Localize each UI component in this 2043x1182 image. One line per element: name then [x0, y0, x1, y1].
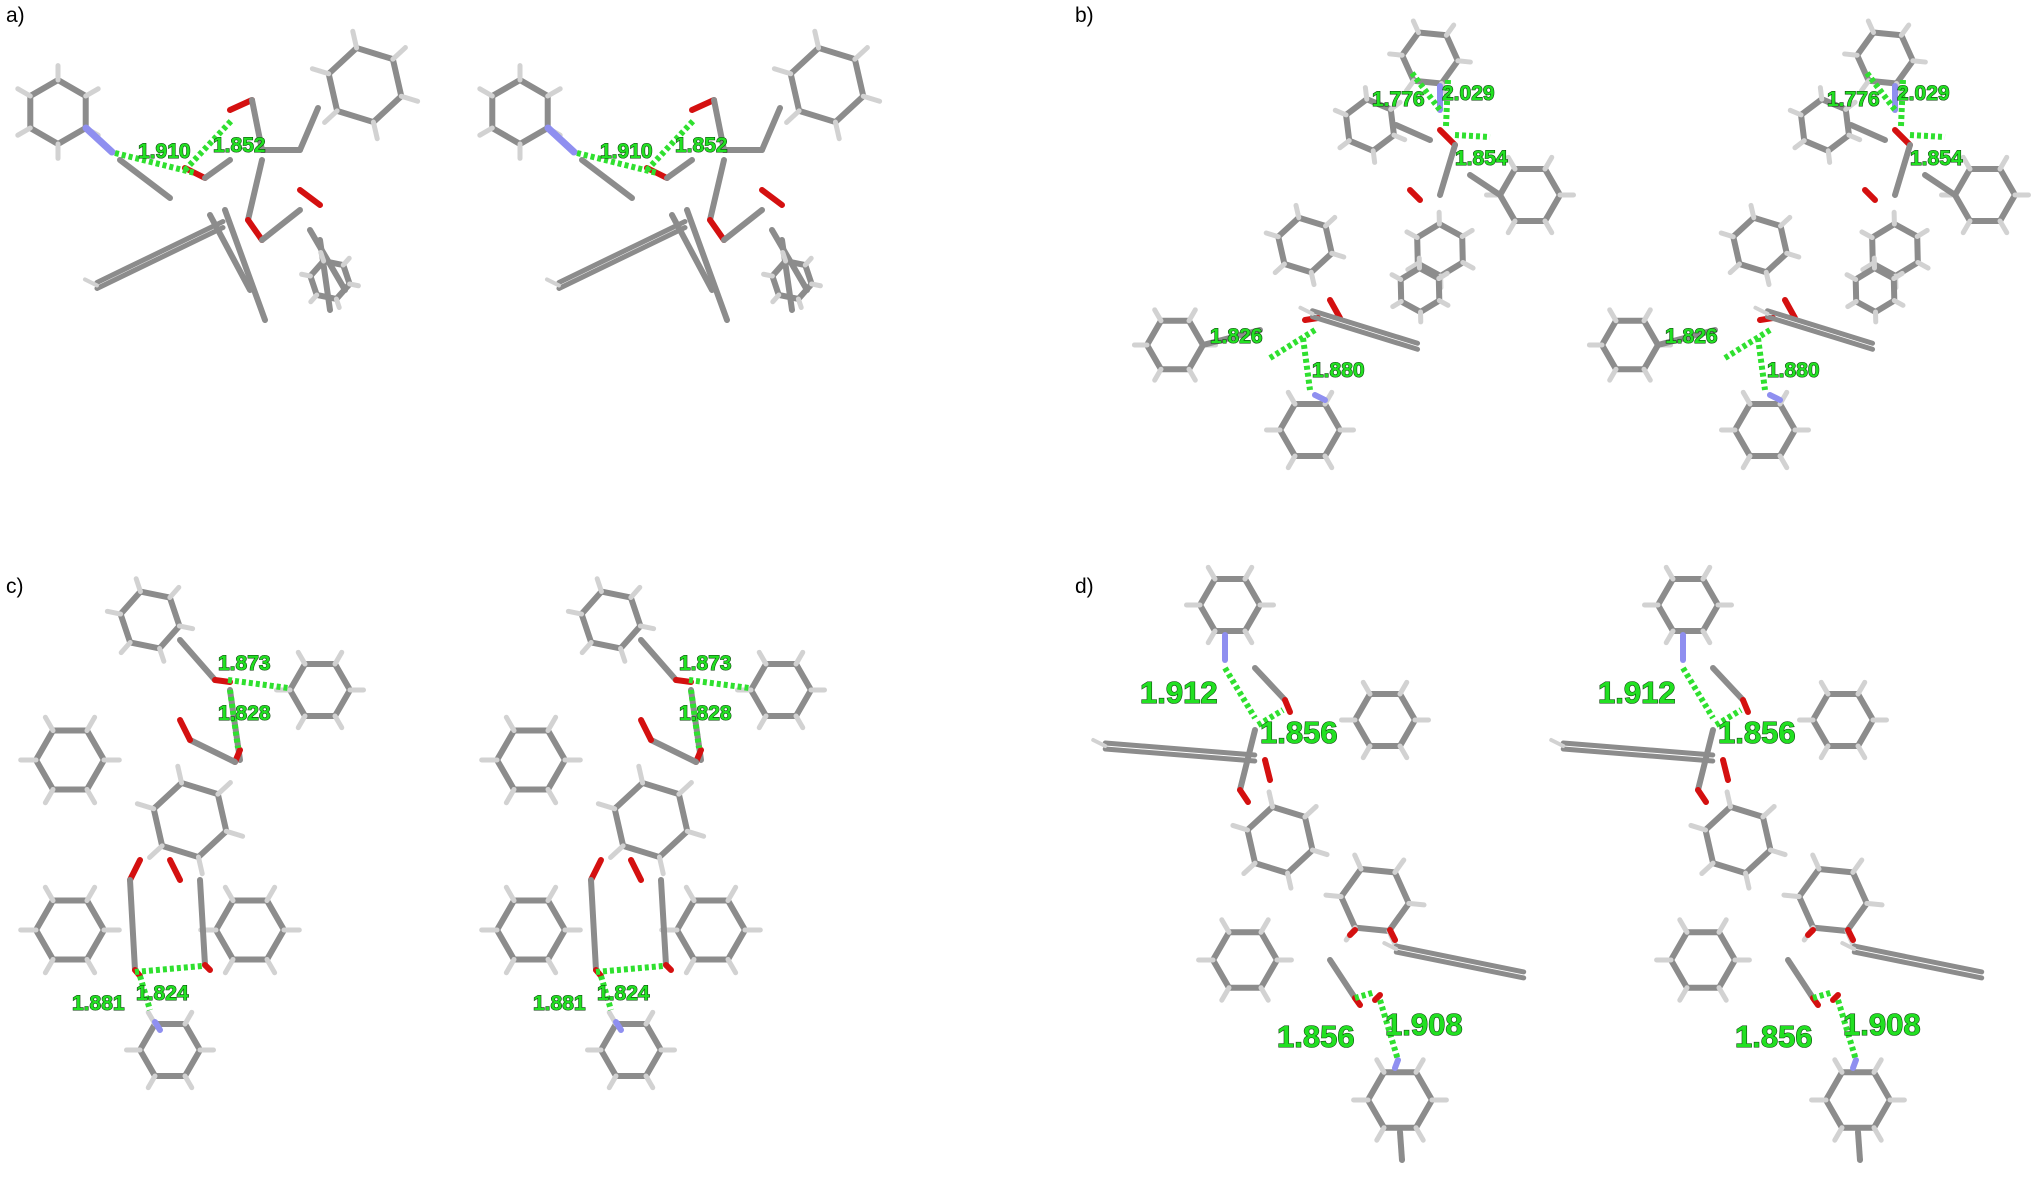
molecule-model	[479, 576, 827, 1091]
stereo-view-left: 1.873 1.828 1.881 1.824	[18, 576, 366, 1091]
hydrogen-bond-dash	[1909, 132, 1946, 140]
hydrogen-bond-dash	[1454, 132, 1491, 140]
hbond-distance-label: 1.908	[1843, 1007, 1921, 1042]
hbond-distance-label: 1.912	[1598, 675, 1676, 710]
hbond-distance-label: 1.854	[1455, 147, 1508, 170]
hbond-distance-label: 1.852	[675, 134, 728, 157]
hbond-distance-label: 1.824	[597, 982, 650, 1005]
molecule-model	[18, 576, 366, 1091]
hydrogen-bond-dash	[1443, 79, 1451, 127]
hbond-distance-label: 1.880	[1312, 359, 1365, 382]
hbond-distance-label: 1.828	[679, 702, 732, 725]
stereo-view-left: 1.912 1.856 1.856 1.908	[1091, 564, 1527, 1163]
molecule-model	[15, 28, 421, 323]
panel-a: a) 1.910 1.852 1.910 1.852	[6, 4, 883, 323]
hydrogen-bond-dash	[1898, 79, 1906, 127]
hydrogen-bond-dash	[688, 689, 702, 749]
hydrogen-bond-dash	[1409, 71, 1443, 112]
stereo-view-right: 1.910 1.852	[477, 28, 883, 323]
hbond-distance-label: 1.856	[1260, 715, 1338, 750]
hbond-distance-label: 1.826	[1210, 325, 1263, 348]
hbond-distance-label: 1.852	[213, 134, 266, 157]
panel-label-b: b)	[1075, 4, 1094, 27]
hydrogen-bond-dash	[1268, 327, 1317, 361]
hbond-distance-label: 1.912	[1140, 675, 1218, 710]
panel-b: b) 1.776 2.029 1.854 1.826 1.880 1.776 2.029 1.8…	[1075, 4, 2031, 471]
hbond-distance-label: 1.910	[600, 140, 653, 163]
hbond-distance-label: 1.776	[1827, 88, 1880, 111]
hydrogen-bond-dash	[1680, 666, 1716, 720]
hbond-distance-label: 1.908	[1385, 1007, 1463, 1042]
hbond-distance-label: 1.873	[679, 652, 732, 675]
molecule-model	[477, 28, 883, 323]
hbond-distance-label: 1.776	[1372, 88, 1425, 111]
stereo-view-left: 1.910 1.852	[15, 28, 421, 323]
hydrogen-bond-dash	[182, 117, 235, 173]
hbond-distance-label: 2.029	[1897, 82, 1950, 105]
molecule-model	[1549, 564, 1985, 1163]
hbond-distance-label: 2.029	[1442, 82, 1495, 105]
panel-label-d: d)	[1075, 575, 1094, 598]
panel-label-c: c)	[6, 575, 24, 598]
hbond-distance-label: 1.881	[72, 992, 125, 1015]
hydrogen-bond-dash	[1835, 999, 1859, 1061]
molecule-model	[1091, 564, 1527, 1163]
hydrogen-bond-dash	[134, 963, 203, 975]
hydrogen-bond-dash	[595, 963, 664, 975]
hydrogen-bond-dash	[1256, 707, 1285, 728]
hbond-distance-label: 1.881	[533, 992, 586, 1015]
hydrogen-bond-dash	[137, 975, 153, 1011]
hbond-distance-label: 1.910	[138, 140, 191, 163]
stereo-view-right: 1.912 1.856 1.856 1.908	[1549, 564, 1985, 1163]
hydrogen-bond-dash	[1714, 707, 1743, 728]
hydrogen-bond-dash	[688, 677, 750, 691]
molecule-model	[1586, 18, 2031, 471]
hydrogen-bond-dash	[1300, 337, 1313, 391]
hbond-distance-label: 1.828	[218, 702, 271, 725]
hydrogen-bond-dash	[1812, 989, 1834, 1001]
molecule-model	[1131, 18, 1576, 471]
hbond-distance-label: 1.854	[1910, 147, 1963, 170]
hbond-distance-label: 1.873	[218, 652, 271, 675]
hydrogen-bond-dash	[227, 677, 289, 691]
hbond-distance-label: 1.826	[1665, 325, 1718, 348]
stereo-view-right: 1.776 2.029 1.854 1.826 1.880	[1586, 18, 2031, 471]
hydrogen-bond-dash	[1723, 327, 1772, 361]
hbond-distance-label: 1.824	[136, 982, 189, 1005]
hydrogen-bond-dash	[644, 117, 697, 173]
hydrogen-bond-dash	[1377, 999, 1401, 1061]
hbond-distance-label: 1.880	[1767, 359, 1820, 382]
panel-label-a: a)	[6, 4, 25, 27]
hydrogen-bond-dash	[1755, 337, 1768, 391]
hydrogen-bond-dash	[1354, 989, 1376, 1001]
stereo-view-left: 1.776 2.029 1.854 1.826 1.880	[1131, 18, 1576, 471]
hydrogen-bond-dash	[1222, 666, 1258, 720]
stereo-view-right: 1.873 1.828 1.881 1.824	[479, 576, 827, 1091]
hydrogen-bond-dash	[1864, 71, 1898, 112]
hbond-distance-label: 1.856	[1277, 1019, 1355, 1054]
hydrogen-bond-dash	[598, 975, 614, 1011]
hbond-distance-label: 1.856	[1718, 715, 1796, 750]
hbond-distance-label: 1.856	[1735, 1019, 1813, 1054]
hydrogen-bond-dash	[227, 689, 241, 749]
